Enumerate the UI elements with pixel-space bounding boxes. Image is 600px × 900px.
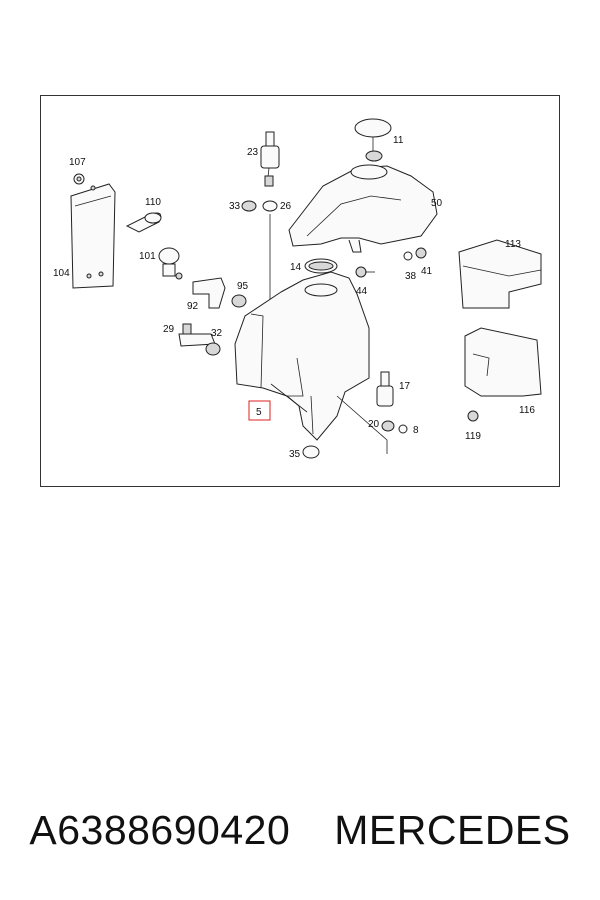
part-29-pump <box>178 323 216 347</box>
callout-32: 32 <box>211 328 223 339</box>
main-reservoir <box>234 271 388 454</box>
part-number: A6388690420 <box>29 806 291 853</box>
brand-name: MERCEDES <box>334 806 571 853</box>
part-92-bracket <box>192 277 226 309</box>
part-11-cap <box>354 118 392 162</box>
callout-50: 50 <box>431 198 443 209</box>
callout-41: 41 <box>421 266 433 277</box>
callout-95: 95 <box>237 281 249 292</box>
callout-104: 104 <box>53 268 70 279</box>
callout-116: 116 <box>519 405 535 416</box>
callout-44: 44 <box>356 286 368 297</box>
part-14-seal <box>304 258 338 274</box>
exploded-view: 107 104 110 101 92 95 29 32 23 33 26 11 … <box>53 118 542 460</box>
part-104-panel <box>70 183 116 289</box>
callout-8: 8 <box>413 425 419 436</box>
part-101-clamp <box>158 247 183 280</box>
part-116-cover <box>464 327 542 397</box>
part-95-grommet <box>231 294 247 308</box>
callout-17: 17 <box>399 381 411 392</box>
callout-20: 20 <box>368 419 380 430</box>
callout-5: 5 <box>256 407 262 418</box>
callout-14: 14 <box>290 262 302 273</box>
part-32-grommet <box>205 342 221 356</box>
part-23-pump <box>260 131 280 187</box>
part-110-clamp <box>125 212 162 233</box>
callout-110: 110 <box>145 197 161 208</box>
part-38-washer <box>403 251 413 261</box>
part-113-cover <box>458 239 542 309</box>
part-44-bolt <box>355 266 375 278</box>
callout-35: 35 <box>289 449 301 460</box>
part-33-grommet <box>241 200 257 212</box>
parts-diagram: 107 104 110 101 92 95 29 32 23 33 26 11 … <box>40 95 560 487</box>
part-50-reservoir <box>288 164 438 253</box>
callout-92: 92 <box>187 301 199 312</box>
callout-26: 26 <box>280 201 292 212</box>
callout-38: 38 <box>405 271 417 282</box>
callout-33: 33 <box>229 201 241 212</box>
part-119-nut <box>467 410 479 422</box>
part-35-plug <box>302 445 320 459</box>
part-20-grommet <box>381 420 395 432</box>
callout-119: 119 <box>465 431 481 442</box>
part-107-clip <box>73 173 85 185</box>
callout-113: 113 <box>505 239 521 250</box>
callout-11: 11 <box>393 135 404 146</box>
part-41-nut <box>415 247 427 259</box>
product-caption: A6388690420 MERCEDES <box>0 800 600 860</box>
callout-23: 23 <box>247 147 259 158</box>
part-8-valve <box>398 424 408 434</box>
part-17-pump <box>376 371 394 407</box>
callout-5-highlight <box>248 400 271 421</box>
callout-101: 101 <box>139 251 156 262</box>
callout-29: 29 <box>163 324 175 335</box>
callout-107: 107 <box>69 157 86 168</box>
